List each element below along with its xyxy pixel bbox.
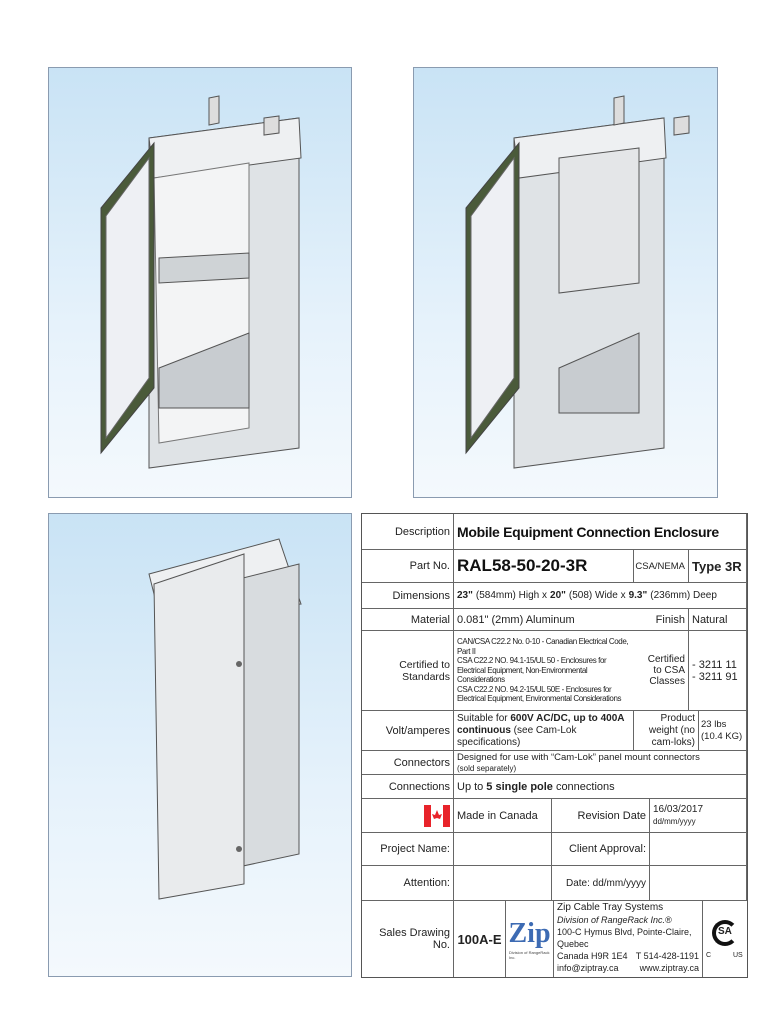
date-field[interactable] — [650, 866, 747, 901]
part-number: RAL58-50-20-3R — [454, 550, 634, 583]
attention-field[interactable] — [454, 866, 552, 901]
company-address: 100-C Hymus Blvd, Pointe-Claire, Quebec — [557, 927, 692, 949]
enclosure-closed-view — [48, 513, 352, 977]
volt-value: Suitable for 600V AC/DC, up to 400A cont… — [454, 711, 634, 751]
conn-count: 5 single pole — [486, 780, 553, 793]
enclosure-closed-drawing — [148, 538, 302, 900]
csa-nema-type: Type 3R — [689, 550, 747, 583]
company-name: Zip Cable Tray Systems — [557, 902, 664, 913]
material-value: 0.081" (2mm) Aluminum — [454, 609, 622, 631]
attention-label: Attention: — [362, 866, 454, 901]
volt-pre: Suitable for — [457, 713, 508, 724]
dim-width-mm: (508) Wide x — [568, 589, 626, 601]
revision-label: Revision Date — [552, 799, 650, 833]
connectors-label: Connectors — [362, 751, 454, 775]
finish-value: Natural — [689, 609, 747, 631]
conn-pre: Up to — [457, 780, 484, 793]
company-info: Zip Cable Tray Systems Division of Range… — [554, 901, 703, 977]
company-postal: Canada H9R 1E4 — [557, 951, 628, 961]
connections-label: Connections — [362, 775, 454, 799]
company-website[interactable]: www.ziptray.ca — [639, 963, 699, 973]
csa-nema-label: CSA/NEMA — [634, 550, 689, 583]
csa-class: - 3211 91 — [692, 670, 738, 683]
sales-drawing-number: 100A-E — [454, 901, 506, 977]
csa-mark-text: SA — [718, 926, 732, 937]
zip-logo: Zip Division of RangeRack Inc. — [506, 901, 554, 977]
csa-class: - 3211 11 — [692, 658, 737, 671]
weight-label: Product weight (no cam-loks) — [634, 711, 699, 751]
project-name-field[interactable] — [454, 833, 552, 866]
spec-table: Description Mobile Equipment Connection … — [361, 513, 748, 978]
standard-item: CSA C22.2 NO. 94.1-15/UL 50 - Enclosures… — [457, 656, 607, 685]
zip-logo-text: Zip — [508, 918, 551, 949]
standards-list: CAN/CSA C22.2 No. 0-10 - Canadian Electr… — [454, 631, 636, 711]
conn-post: connections — [555, 780, 615, 793]
csa-classes-label: Certified to CSA Classes — [636, 631, 689, 711]
volt-post: (see Cam-Lok specifications) — [457, 725, 577, 748]
connectors-text: Designed for use with “Cam-Lok” panel mo… — [457, 751, 700, 763]
dim-height-mm: (584mm) High x — [475, 589, 548, 601]
dimensions-label: Dimensions — [362, 583, 454, 609]
enclosure-open-door-view — [48, 67, 352, 498]
company-phone: T 514-428-1191 — [635, 951, 699, 961]
project-name-label: Project Name: — [362, 833, 454, 866]
csa-c: C — [706, 952, 712, 959]
standard-item: CSA C22.2 NO. 94.2-15/UL 50E - Enclosure… — [457, 684, 622, 704]
canada-flag-cell — [362, 799, 454, 833]
enclosure-open-drawing — [100, 95, 302, 469]
description-value: Mobile Equipment Connection Enclosure — [454, 514, 747, 550]
dim-height: 23" — [457, 589, 473, 601]
volt-label: Volt/amperes — [362, 711, 454, 751]
volt-rating: 600V AC/DC, up to 400A continuous — [457, 713, 625, 736]
finish-label: Finish — [622, 609, 689, 631]
canada-flag-icon — [424, 804, 450, 827]
enclosure-inner-panel-view — [413, 67, 718, 498]
csa-us: US — [733, 952, 743, 959]
dim-depth-mm: (236mm) Deep — [650, 589, 717, 601]
sales-drawing-label: Sales Drawing No. — [362, 901, 454, 977]
dim-depth: 9.3" — [628, 589, 648, 601]
connectors-note: (sold separately) — [457, 763, 517, 773]
weight-value: 23 lbs (10.4 KG) — [699, 711, 747, 751]
client-approval-field[interactable] — [650, 833, 747, 866]
revision-date: 16/03/2017 — [653, 803, 704, 815]
made-in-canada: Made in Canada — [454, 799, 552, 833]
certified-label: Certified to Standards — [362, 631, 454, 711]
material-label: Material — [362, 609, 454, 631]
csa-classes: - 3211 11- 3211 91 — [689, 631, 747, 711]
date-label: Date: dd/mm/yyyy — [552, 866, 650, 901]
csa-cert-mark: SA C US — [703, 901, 747, 977]
company-email[interactable]: info@ziptray.ca — [557, 963, 619, 973]
csa-logo-icon: SA C US — [706, 914, 744, 964]
connectors-value: Designed for use with “Cam-Lok” panel mo… — [454, 751, 747, 775]
client-approval-label: Client Approval: — [552, 833, 650, 866]
standard-item: CAN/CSA C22.2 No. 0-10 - Canadian Electr… — [457, 637, 629, 656]
description-label: Description — [362, 514, 454, 550]
zip-logo-sub: Division of RangeRack Inc. — [509, 950, 550, 960]
part-label: Part No. — [362, 550, 454, 583]
enclosure-panel-drawing — [465, 95, 690, 469]
dim-width: 20" — [550, 589, 566, 601]
company-division: Division of RangeRack Inc.® — [557, 915, 672, 925]
date-format: dd/mm/yyyy — [653, 816, 696, 826]
